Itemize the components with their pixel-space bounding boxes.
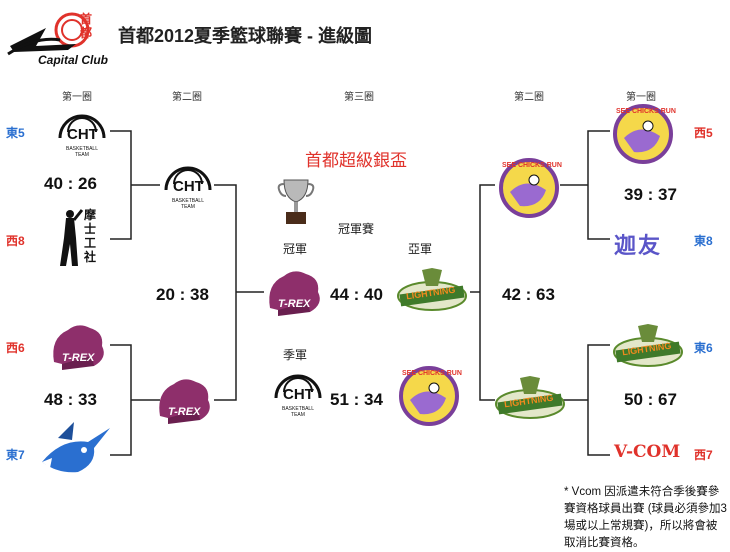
score-right-r1-bottom: 50 : 67 bbox=[624, 390, 677, 409]
swordfish-icon bbox=[42, 422, 110, 473]
trex-icon bbox=[269, 271, 320, 316]
cht-logo-subtext: BASKETBALL TEAM bbox=[172, 198, 204, 210]
runner-up-label: 亞軍 bbox=[408, 242, 433, 256]
capital-club-logo-icon bbox=[7, 12, 90, 56]
vcom-logo: V-COM bbox=[614, 442, 681, 462]
seed-left-1: 東5 bbox=[6, 126, 25, 140]
lightning-icon bbox=[495, 376, 565, 419]
club-name: Capital Club bbox=[38, 53, 109, 67]
cht-logo-text: CHT bbox=[283, 386, 314, 403]
sce-logo-third: SEE CHICKS RUN bbox=[396, 366, 462, 426]
cht-basketball-icon bbox=[58, 114, 106, 139]
cht-basketball-icon bbox=[274, 374, 322, 399]
sce-logo-right-r1: SEE CHICKS RUN bbox=[610, 104, 676, 164]
score-right-r1-top: 39 : 37 bbox=[624, 185, 677, 204]
cht-logo-left-r2: CHT BASKETBALL TEAM bbox=[160, 160, 216, 210]
cht-logo-subtext: BASKETBALL TEAM bbox=[282, 406, 314, 418]
trex-logo-text: T-REX bbox=[168, 406, 201, 418]
cht-logo-text: CHT bbox=[173, 178, 204, 195]
sce-logo-text: SEE CHICKS RUN bbox=[402, 370, 462, 377]
trex-icon bbox=[159, 379, 210, 424]
seed-right-2: 東8 bbox=[694, 234, 713, 248]
club-logo: 首都 Capital Club bbox=[6, 6, 108, 68]
third-place-label: 季軍 bbox=[283, 348, 308, 362]
moshi-logo: 摩士工社 bbox=[56, 204, 114, 274]
seed-left-2: 西8 bbox=[6, 234, 25, 248]
trophy-icon bbox=[277, 179, 315, 224]
disqualification-note: * Vcom 因派遣未符合季後賽參賽資格球員出賽 (球員必須參加3場或以上常規賽… bbox=[564, 486, 727, 549]
chicken-icon bbox=[399, 366, 459, 426]
sce-logo-text: SEE CHICKS RUN bbox=[616, 108, 676, 115]
round-label-3: 第三圈 bbox=[344, 92, 374, 103]
seed-right-1: 西5 bbox=[694, 126, 713, 140]
score-left-r2: 20 : 38 bbox=[156, 285, 209, 304]
champion-label: 冠軍 bbox=[283, 242, 308, 256]
score-left-r1-bottom: 48 : 33 bbox=[44, 390, 97, 409]
swordfish-logo bbox=[38, 418, 112, 478]
score-left-r1-top: 40 : 26 bbox=[44, 174, 97, 193]
cht-logo-text: CHT bbox=[67, 126, 98, 143]
round-label-1-left: 第一圈 bbox=[62, 92, 92, 103]
cup-title: 首都超級銀盃 bbox=[305, 151, 407, 170]
trophy-image bbox=[276, 176, 316, 228]
seed-right-4: 西7 bbox=[694, 448, 713, 462]
jiayou-logo: 迦友 bbox=[614, 233, 663, 259]
round-label-2-right: 第二圈 bbox=[514, 92, 544, 103]
seed-left-3: 西6 bbox=[6, 341, 25, 355]
seed-left-4: 東7 bbox=[6, 448, 25, 462]
lightning-logo-right-r1: LIGHTNING bbox=[612, 322, 684, 374]
lightning-logo-runner-up: LIGHTNING bbox=[396, 266, 468, 318]
cht-logo-subtext: BASKETBALL TEAM bbox=[66, 146, 98, 158]
trex-logo-left-r1: T-REX bbox=[48, 318, 110, 372]
lightning-logo-right-r2: LIGHTNING bbox=[494, 374, 566, 426]
chicken-icon bbox=[613, 104, 673, 164]
moshi-logo-text: 摩士工社 bbox=[84, 208, 97, 264]
trex-logo-text: T-REX bbox=[278, 298, 311, 310]
round-label-2-left: 第二圈 bbox=[172, 92, 202, 103]
score-third: 51 : 34 bbox=[330, 390, 383, 409]
seed-right-3: 東6 bbox=[694, 341, 713, 355]
cht-logo-third: CHT BASKETBALL TEAM bbox=[270, 368, 326, 418]
page-title: 首都2012夏季籃球聯賽 - 進級圖 bbox=[118, 26, 373, 46]
basketball-player-icon bbox=[60, 209, 84, 266]
cht-basketball-icon bbox=[164, 166, 212, 191]
trex-logo-champion: T-REX bbox=[264, 264, 326, 318]
chicken-icon bbox=[499, 158, 559, 218]
score-right-r2: 42 : 63 bbox=[502, 285, 555, 304]
sce-logo-text: SEE CHICKS RUN bbox=[502, 162, 562, 169]
round-label-1-right: 第一圈 bbox=[626, 92, 656, 103]
sce-logo-right-r2: SEE CHICKS RUN bbox=[496, 158, 562, 218]
final-label: 冠軍賽 bbox=[338, 222, 375, 236]
lightning-icon bbox=[613, 324, 683, 367]
score-final: 44 : 40 bbox=[330, 285, 383, 304]
cht-logo-left-r1: CHT BASKETBALL TEAM bbox=[54, 108, 110, 158]
club-chinese-logo-text: 首都 bbox=[80, 12, 93, 40]
lightning-icon bbox=[397, 268, 467, 311]
trex-icon bbox=[53, 325, 104, 370]
trex-logo-text: T-REX bbox=[62, 352, 95, 364]
trex-logo-left-r2: T-REX bbox=[154, 372, 216, 426]
